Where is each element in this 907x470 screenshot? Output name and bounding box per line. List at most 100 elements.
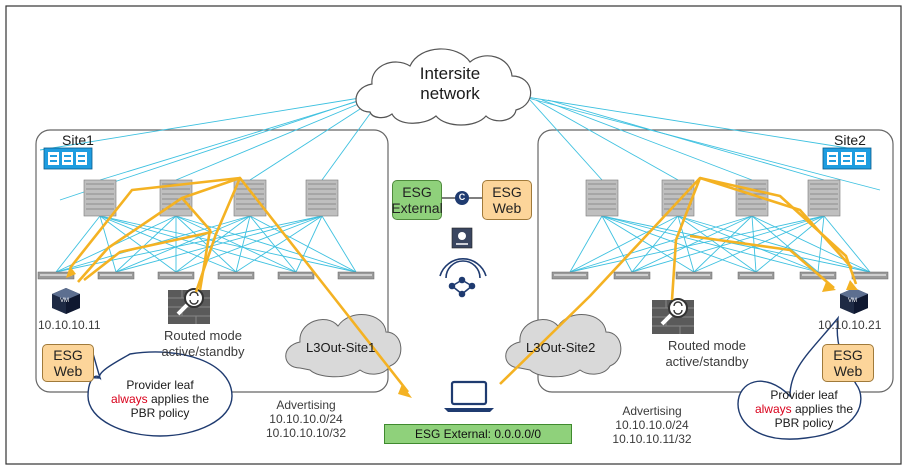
leaf-switch [551, 271, 589, 280]
site1-path-fw-return [181, 197, 212, 291]
site2-esg-line1: ESG [833, 347, 863, 363]
leaf-switch [613, 271, 651, 280]
intersite-title-line1: Intersite [419, 64, 481, 83]
site2-firewall-line2: active/standby [665, 354, 749, 369]
leaf-switch [851, 271, 889, 280]
site2-vm-label: VM [848, 298, 857, 304]
site1-apic-icon [43, 147, 93, 170]
site2-path-fw [670, 177, 702, 301]
esg-external-bar: ESG External: 0.0.0.0/0 [384, 424, 572, 444]
site2-callout-rest: applies the [791, 402, 854, 416]
site2-leaf-arrowhead [822, 282, 836, 292]
spine-switch [233, 179, 267, 217]
spine-switch [661, 179, 695, 217]
site1-arrowhead [398, 384, 412, 398]
spine-switch [585, 179, 619, 217]
site1-adv-title: Advertising [276, 398, 336, 412]
external-laptop-icon [444, 380, 494, 412]
site1-firewall-line2: active/standby [161, 344, 245, 359]
contract-letter: C [458, 192, 466, 202]
site1-path-leaf [83, 230, 213, 282]
site1-l3out-label: L3Out-Site1 [306, 340, 376, 355]
site1-vm-label: VM [60, 298, 69, 304]
site1-vm-ip: 10.10.10.11 [38, 318, 101, 332]
site1-firewall-line1: Routed mode [163, 328, 243, 343]
site2-name: Site2 [834, 132, 866, 148]
site1-callout-line1: Provider leaf [126, 378, 194, 392]
leaf-switch [97, 271, 135, 280]
site1-callout-line2: always applies the [98, 392, 222, 406]
site2-callout-text: Provider leaf always applies the PBR pol… [742, 388, 866, 430]
site2-callout-line2: always applies the [742, 402, 866, 416]
site1-path-to-vm [77, 176, 410, 393]
site1-advertising: Advertising 10.10.10.0/24 10.10.10.10/32 [250, 398, 362, 440]
site2-box [537, 129, 894, 393]
site1-path-spine [68, 176, 241, 269]
site1-callout-emphasis: always [110, 392, 148, 406]
intersite-title-line2: network [420, 84, 480, 103]
leaf-switch [337, 271, 375, 280]
site2-firewall-label: Routed mode active/standby [652, 338, 762, 370]
site2-firewall-icon [652, 298, 694, 334]
leaf-switch [675, 271, 713, 280]
traffic-paths [68, 176, 858, 393]
site1-esg-line1: ESG [53, 347, 83, 363]
site2-path-leaf [689, 234, 835, 289]
spine-switch [305, 179, 339, 217]
site2-firewall-line1: Routed mode [667, 338, 747, 353]
site1-vm-icon [52, 288, 80, 314]
fabric-links [55, 215, 871, 273]
site1-adv-1: 10.10.10.0/24 [269, 412, 343, 426]
site2-advertising: Advertising 10.10.10.0/24 10.10.10.11/32 [596, 404, 708, 446]
leaf-switch [157, 271, 195, 280]
site1-adv-2: 10.10.10.10/32 [265, 426, 347, 440]
site2-adv-2: 10.10.10.11/32 [612, 432, 692, 446]
leaf-switch [217, 271, 255, 280]
leaf-switch [277, 271, 315, 280]
leaf-switch [37, 271, 75, 280]
site2-apic-icon [822, 147, 872, 170]
contract-external-line2: External [391, 200, 443, 216]
intersite-cloud [355, 48, 532, 126]
spine-switch [83, 179, 117, 217]
leaf-switch [737, 271, 775, 280]
site1-firewall-icon [168, 288, 210, 324]
contract-web-line1: ESG [492, 184, 522, 200]
site1-esg-line2: Web [53, 363, 83, 379]
site2-vm-arrowhead [846, 280, 858, 290]
contract-icon [455, 191, 469, 205]
site2-callout-line3: PBR policy [774, 416, 834, 430]
spine-switch [807, 179, 841, 217]
site1-vm-arrowhead [66, 266, 76, 278]
site2-callout-emphasis: always [754, 402, 792, 416]
orchestrator-icon [439, 258, 487, 298]
site2-l3out-label: L3Out-Site2 [526, 340, 596, 355]
site2-path-spine [699, 176, 853, 269]
intersite-title: Intersite network [404, 64, 496, 104]
intersite-links [39, 95, 881, 201]
site2-adv-1: 10.10.10.0/24 [615, 418, 689, 432]
site2-adv-title: Advertising [622, 404, 682, 418]
site2-vm-icon [840, 288, 868, 314]
site1-callout-line3: PBR policy [130, 406, 190, 420]
site1-l3out-cloud [285, 314, 402, 378]
contract-web-line2: Web [492, 200, 522, 216]
site1-firewall-label: Routed mode active/standby [148, 328, 258, 360]
site2-path-to-vm [499, 176, 858, 385]
site1-callout-rest: applies the [147, 392, 210, 406]
site1-callout-bubble [71, 349, 233, 437]
site2-l3out-cloud [505, 314, 622, 378]
service-graph-icon [451, 227, 473, 249]
site2-esg-line2: Web [833, 363, 863, 379]
site1-callout-text: Provider leaf always applies the PBR pol… [98, 378, 222, 420]
contract-external-line1: ESG [402, 184, 432, 200]
site2-vm-ip: 10.10.10.21 [818, 318, 882, 332]
site2-callout-line1: Provider leaf [770, 388, 838, 402]
site1-name: Site1 [62, 132, 94, 148]
